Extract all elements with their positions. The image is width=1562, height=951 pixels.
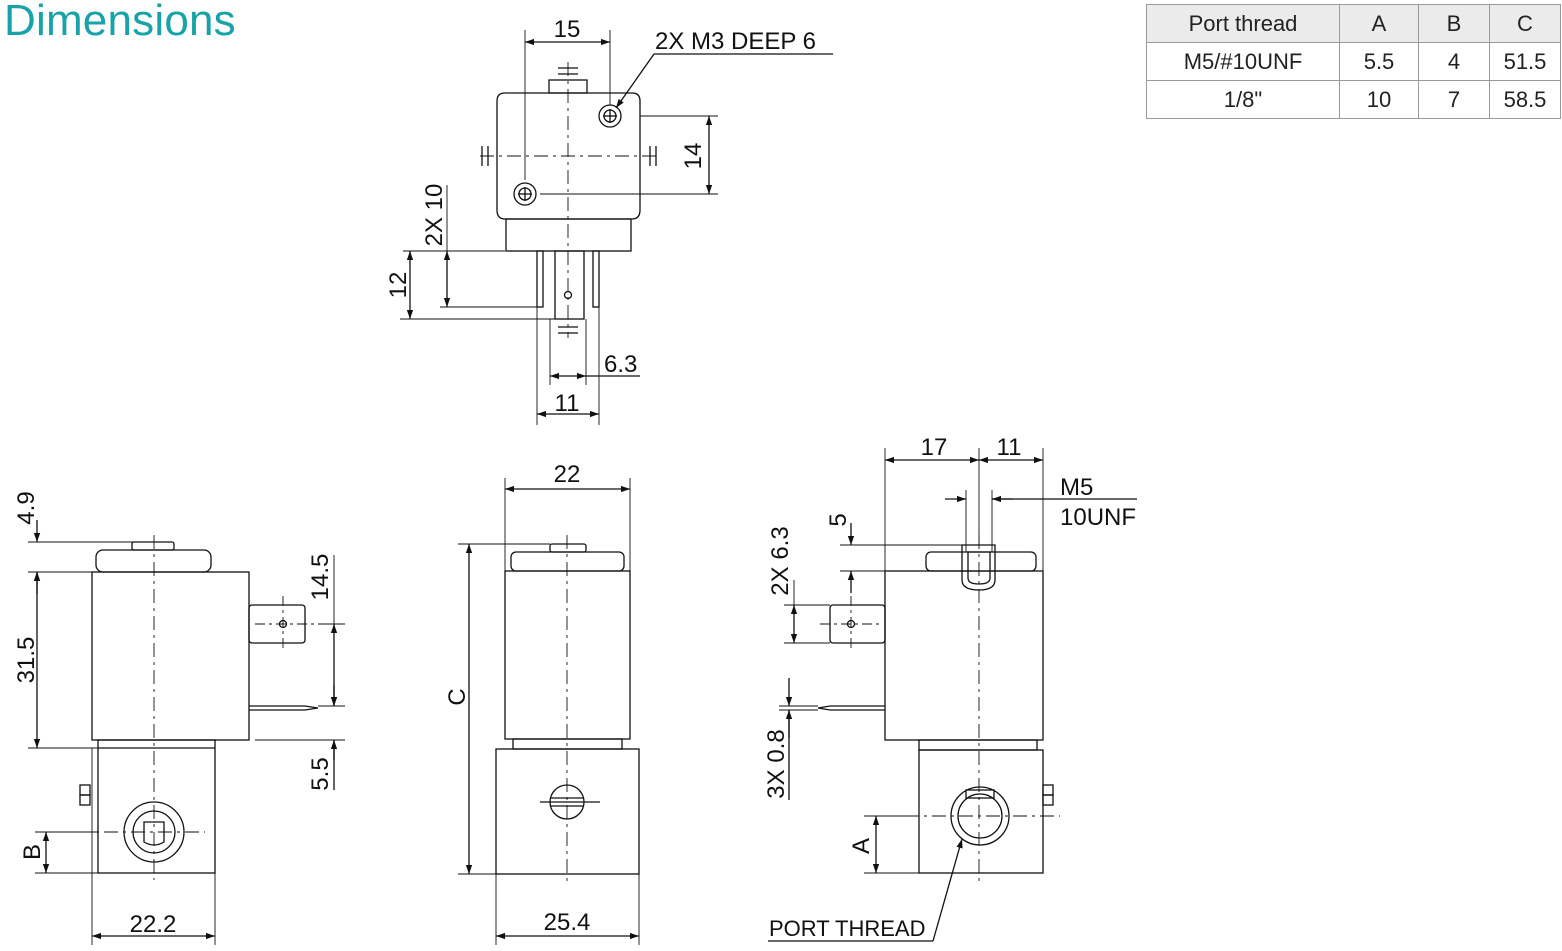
dim-6-3-label: 6.3 xyxy=(604,351,637,378)
dim-2x6-3-label: 2X 6.3 xyxy=(767,526,794,595)
top-body xyxy=(496,92,641,220)
dim-17-label: 17 xyxy=(921,434,948,461)
dim-22-label: 22 xyxy=(554,461,581,488)
dim-3x0-8-label: 3X 0.8 xyxy=(763,729,790,798)
dim-b-label: B xyxy=(19,844,46,860)
m5-label: M5 xyxy=(1060,474,1093,501)
dim-a-label: A xyxy=(848,838,875,854)
top-view xyxy=(400,30,833,425)
table-header-row: Port thread A B C xyxy=(1146,4,1561,43)
dim-15-label: 15 xyxy=(554,16,581,43)
right-override-cap xyxy=(925,551,1037,572)
table-cell: 1/8" xyxy=(1146,80,1340,119)
left-coil xyxy=(91,571,250,741)
hole-lower xyxy=(513,182,537,206)
right-valve-body xyxy=(918,749,1044,874)
table-cell: M5/#10UNF xyxy=(1146,42,1340,81)
port-thread-table: Port thread A B C M5/#10UNF 5.5 4 51.5 1… xyxy=(1146,4,1561,119)
dim-22-2-label: 22.2 xyxy=(130,911,177,938)
table-cell: 58.5 xyxy=(1489,80,1561,119)
front-view-labels: 22 C 25.4 xyxy=(444,461,590,936)
top-coil-base xyxy=(505,218,632,252)
col-header-port-thread: Port thread xyxy=(1146,4,1340,43)
table-cell: 10 xyxy=(1339,80,1419,119)
front-view xyxy=(458,478,640,945)
table-cell: 5.5 xyxy=(1339,42,1419,81)
table-cell: 51.5 xyxy=(1489,42,1561,81)
front-override-cap xyxy=(510,551,625,572)
front-valve-body xyxy=(495,748,640,875)
left-view-labels: 4.9 31.5 14.5 5.5 B 22.2 xyxy=(13,491,334,938)
top-pin-right xyxy=(592,250,600,308)
table-row: 1/8" 10 7 58.5 xyxy=(1146,80,1561,119)
10unf-label: 10UNF xyxy=(1060,504,1136,531)
top-view-labels: 15 2X M3 DEEP 6 14 2X 10 12 6.3 11 xyxy=(385,16,816,417)
col-header-a: A xyxy=(1339,4,1419,43)
dim-4-9-label: 4.9 xyxy=(13,491,40,524)
table-cell: 4 xyxy=(1418,42,1490,81)
dim-11-label: 11 xyxy=(555,390,580,417)
dim-2x10-label: 2X 10 xyxy=(421,184,448,247)
dim-25-4-label: 25.4 xyxy=(544,909,591,936)
right-coil xyxy=(884,570,1044,741)
dim-c-label: C xyxy=(444,688,471,705)
dim-14-5-label: 14.5 xyxy=(307,554,334,601)
page-title: Dimensions xyxy=(4,0,236,45)
port-thread-callout: PORT THREAD xyxy=(769,916,925,941)
left-override-cap xyxy=(95,549,212,573)
top-pin-left xyxy=(536,250,544,308)
dim-11-right-label: 11 xyxy=(997,434,1022,461)
front-coil xyxy=(504,570,631,740)
callout-holes-label: 2X M3 DEEP 6 xyxy=(655,28,816,55)
right-view-labels: 17 11 M5 10UNF 5 2X 6.3 3X 0.8 A PORT TH… xyxy=(763,434,1136,941)
col-header-b: B xyxy=(1418,4,1490,43)
dim-5-label: 5 xyxy=(825,513,852,526)
left-view xyxy=(28,520,345,945)
right-view xyxy=(768,448,1137,942)
dim-5-5-label: 5.5 xyxy=(307,757,334,790)
top-pin-center xyxy=(554,250,585,320)
left-valve-body xyxy=(97,739,216,874)
dim-12-label: 12 xyxy=(385,272,412,299)
table-row: M5/#10UNF 5.5 4 51.5 xyxy=(1146,42,1561,81)
dim-31-5-label: 31.5 xyxy=(13,637,40,684)
col-header-c: C xyxy=(1489,4,1561,43)
dim-14-label: 14 xyxy=(680,143,707,170)
